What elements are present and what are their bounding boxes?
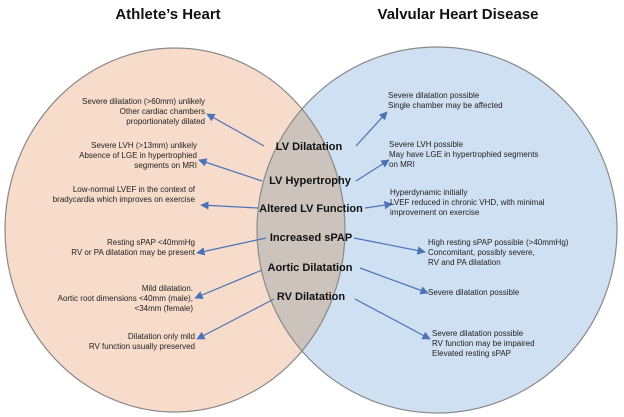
arrow-to-athlete-note <box>198 158 263 182</box>
arrows-layer <box>194 111 431 340</box>
athlete-note-line: Severe LVH (>13mm) unlikely <box>91 141 197 150</box>
athlete-note-line: Other cardiac chambers <box>119 107 205 116</box>
feature-label: Increased sPAP <box>269 232 353 244</box>
athlete-heart-title: Athlete’s Heart <box>115 6 221 23</box>
athlete-circle <box>5 48 345 412</box>
feature-label: LV Hypertrophy <box>269 175 351 187</box>
arrow-to-vhd-note <box>364 200 393 210</box>
athlete-note-line: Severe dilatation (>60mm) unlikely <box>82 97 205 106</box>
vhd-note-line: on MRI <box>389 160 415 169</box>
vhd-circle <box>257 47 617 413</box>
athlete-note-line: RV or PA dilatation may be present <box>71 248 195 257</box>
feature-label: LV Dilatation <box>275 141 343 153</box>
arrow-to-athlete-note <box>194 269 263 299</box>
vhd-note: High resting sPAP possible (>40mmHg)Conc… <box>428 238 568 268</box>
vhd-note-line: Elevated resting sPAP <box>432 349 512 358</box>
feature-label: Aortic Dilatation <box>267 262 353 274</box>
athlete-note-line: Low-normal LVEF in the context of <box>72 185 195 194</box>
vhd-note-line: LVEF reduced in chronic VHD, with minima… <box>390 198 545 207</box>
athlete-note-line: segments on MRI <box>134 161 197 170</box>
vhd-note-line: Severe dilatation possible <box>388 91 480 100</box>
athlete-note-line: Dilatation only mild <box>127 332 195 341</box>
vhd-note-line: Severe dilatation possible <box>432 329 524 338</box>
vhd-note-line: High resting sPAP possible (>40mmHg) <box>428 238 569 247</box>
vhd-note-line: RV function may be impaired <box>432 339 535 348</box>
vhd-note-line: Severe dilatation possible <box>428 288 520 297</box>
vhd-note-line: May have LGE in hypertrophied segments <box>389 150 539 159</box>
feature-label: RV Dilatation <box>276 291 346 303</box>
arrow-to-vhd-note <box>355 159 390 182</box>
feature-label: Altered LV Function <box>259 203 363 215</box>
athlete-note-line: Resting sPAP <40mmHg <box>107 238 195 247</box>
vhd-note-line: Severe LVH possible <box>389 140 464 149</box>
vhd-note-line: improvement on exercise <box>390 208 480 217</box>
athlete-circle-outline <box>4 47 346 413</box>
athlete-note-line: bradycardia which improves on exercise <box>52 195 195 204</box>
arrow-to-athlete-note <box>196 237 267 256</box>
vhd-note-line: RV and PA dilatation <box>428 258 501 267</box>
athlete-note-line: Mild dilatation. <box>141 284 193 293</box>
arrow-to-vhd-note <box>355 111 388 147</box>
athlete-note-line: Aortic root dimensions <40mm (male), <box>57 294 193 303</box>
vhd-note-line: Single chamber may be affected <box>388 101 503 110</box>
athlete-note-line: Absence of LGE in hypertrophied <box>79 151 197 160</box>
vhd-circle-outline <box>256 46 618 414</box>
vhd-note-line: Concomitant, possibly severe, <box>428 248 535 257</box>
arrow-to-athlete-note <box>206 113 265 147</box>
athlete-note-line: <34mm (female) <box>134 304 193 313</box>
vhd-note: Severe dilatation possible <box>428 288 519 298</box>
athlete-note-line: proportionately dilated <box>126 117 205 126</box>
arrow-to-vhd-note <box>354 298 431 340</box>
arrow-to-athlete-note <box>196 298 275 340</box>
arrow-to-vhd-note <box>359 267 429 295</box>
arrow-to-athlete-note <box>200 201 259 210</box>
vhd-note-line: Hyperdynamic initially <box>390 188 468 197</box>
vhd-title: Valvular Heart Disease <box>377 6 539 23</box>
athlete-note-line: RV function usually preserved <box>88 342 195 351</box>
arrow-to-vhd-note <box>353 237 426 255</box>
athlete-note: Mild dilatation.Aortic root dimensions <… <box>58 284 193 314</box>
